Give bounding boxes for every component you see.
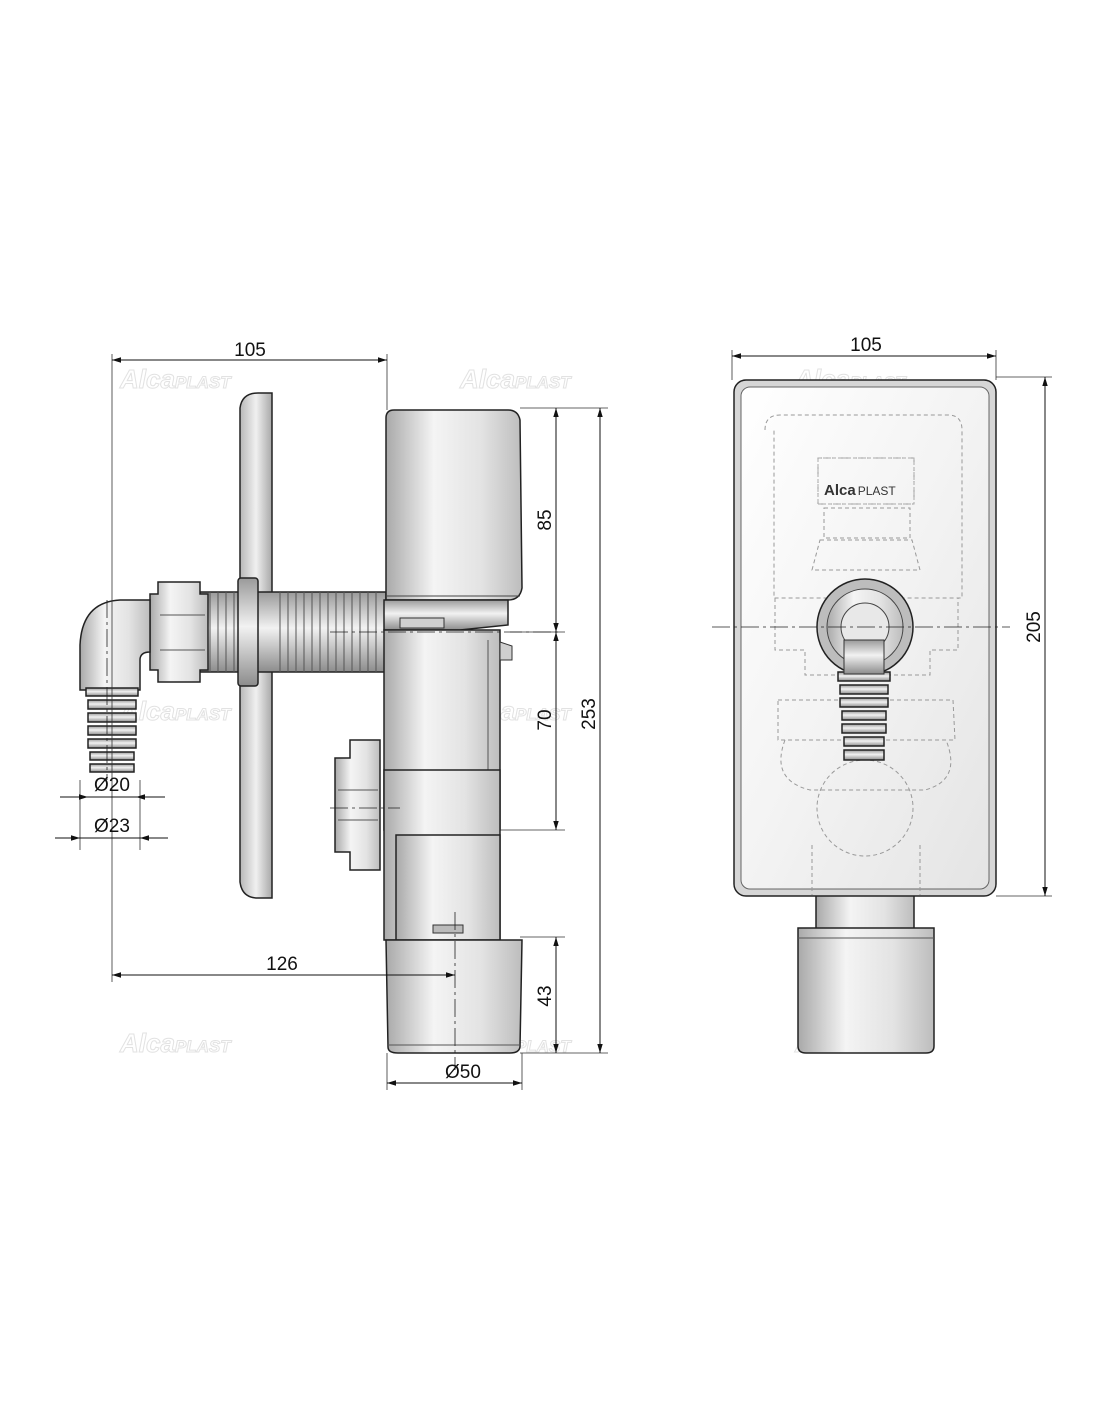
dim-side-middle-height: 70 — [535, 709, 556, 730]
side-threaded-pipe — [199, 591, 387, 673]
dim-side-outlet-diameter: Ø50 — [445, 1062, 481, 1083]
dim-front-width: 105 — [850, 335, 882, 356]
side-union-nut — [149, 581, 209, 683]
front-logo-box — [817, 457, 915, 505]
dim-side-upper-height: 85 — [535, 509, 556, 530]
dim-front-height: 205 — [1024, 611, 1045, 643]
front-hose-connector — [837, 671, 891, 761]
side-view-dimensions: 105 85 70 43 253 126 Ø50 Ø20 Ø23 — [55, 340, 608, 1090]
side-plate-nut — [237, 577, 259, 687]
front-outlet-pipe — [797, 927, 935, 1054]
side-view — [79, 392, 523, 1054]
front-view-dimensions: 105 205 — [712, 335, 1052, 897]
side-hose-elbow — [79, 599, 151, 691]
dim-side-offset: 126 — [266, 954, 298, 975]
watermark-1: AlcaPLAST — [119, 364, 232, 394]
watermark-2: AlcaPLAST — [459, 364, 572, 394]
side-housing-cap — [385, 409, 523, 601]
dim-side-total-height: 253 — [579, 698, 600, 730]
watermark-7: AlcaPLAST — [119, 1028, 232, 1058]
dim-side-hose-inner: Ø20 — [94, 775, 130, 796]
side-funnel — [395, 834, 501, 941]
dim-side-width: 105 — [234, 340, 266, 361]
side-inlet-fitting — [334, 739, 381, 871]
dim-side-hose-outer: Ø23 — [94, 816, 130, 837]
dim-side-outlet-height: 43 — [535, 985, 556, 1006]
side-outlet-pipe — [385, 939, 523, 1054]
